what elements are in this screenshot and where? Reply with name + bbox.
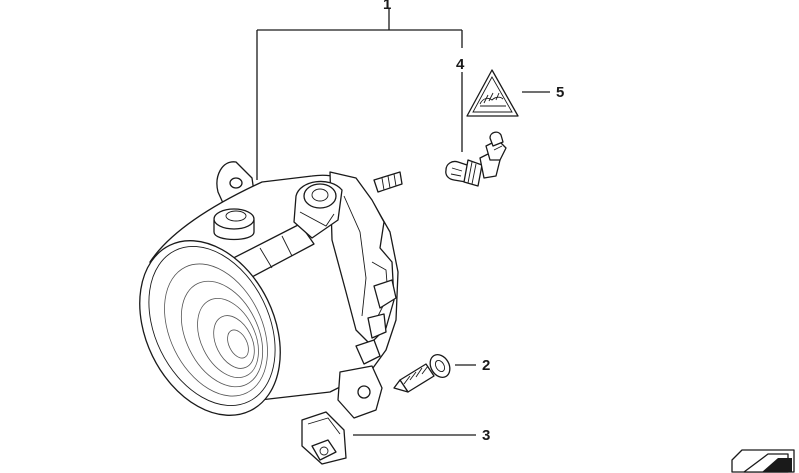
self-tapping-screw [393,354,451,393]
leader-1 [256,9,463,180]
callout-5: 5 [556,84,564,101]
fog-lamp-bulb [445,131,507,187]
leader-lines [256,9,550,436]
lens [164,263,268,397]
fog-lamp-assembly [139,161,403,419]
callout-2: 2 [482,357,490,374]
diagram-reference-icon [731,449,795,473]
hot-surface-warning-label [466,69,519,117]
callout-1: 1 [383,0,391,13]
spring-clip-nut [301,411,347,465]
callout-3: 3 [482,427,490,444]
callout-4: 4 [456,56,465,73]
